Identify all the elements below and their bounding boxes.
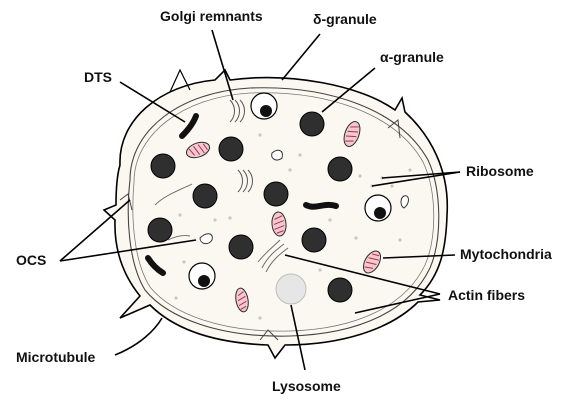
ribosome [298, 153, 301, 156]
dts-tubule [306, 205, 336, 207]
ribosome [182, 260, 185, 263]
ribosome [318, 268, 321, 271]
ribosome [358, 174, 361, 177]
label-golgi-remnants: Golgi remnants [160, 8, 263, 24]
label-ribosome: Ribosome [466, 163, 534, 179]
ribosome [328, 218, 331, 221]
ribosome [288, 168, 291, 171]
ribosome [174, 296, 177, 299]
alpha-granule [302, 228, 326, 252]
ribosome [390, 184, 393, 187]
ribosome [408, 168, 411, 171]
label-ocs: OCS [16, 252, 46, 268]
ribosome [258, 316, 261, 319]
leader-microtubule [115, 318, 162, 355]
alpha-granule [328, 157, 352, 181]
label-lysosome: Lysosome [272, 378, 341, 394]
delta-granule [189, 263, 215, 289]
ribosome [258, 133, 261, 136]
lysosome [276, 274, 306, 304]
label-delta-granule: δ-granule [313, 11, 377, 27]
ocs-channel [272, 150, 283, 160]
label-mitochondria: Mytochondria [460, 246, 552, 262]
delta-granule [365, 195, 391, 221]
alpha-granule [300, 112, 324, 136]
leader-delta [282, 34, 320, 80]
label-actin-fibers: Actin fibers [448, 287, 525, 303]
alpha-granule [151, 154, 175, 178]
alpha-granule [328, 278, 352, 302]
alpha-granule [264, 182, 288, 206]
label-microtubule: Microtubule [16, 349, 96, 365]
label-dts: DTS [84, 69, 112, 85]
alpha-granule [229, 235, 253, 259]
alpha-granule [193, 184, 217, 208]
ribosome [178, 213, 181, 216]
delta-granule [251, 93, 277, 119]
alpha-granule [219, 137, 243, 161]
ribosome [398, 238, 401, 241]
ribosome [213, 218, 216, 221]
ribosome [228, 216, 231, 219]
label-alpha-granule: α-granule [380, 49, 444, 65]
ribosome [354, 236, 357, 239]
alpha-granule [148, 218, 172, 242]
